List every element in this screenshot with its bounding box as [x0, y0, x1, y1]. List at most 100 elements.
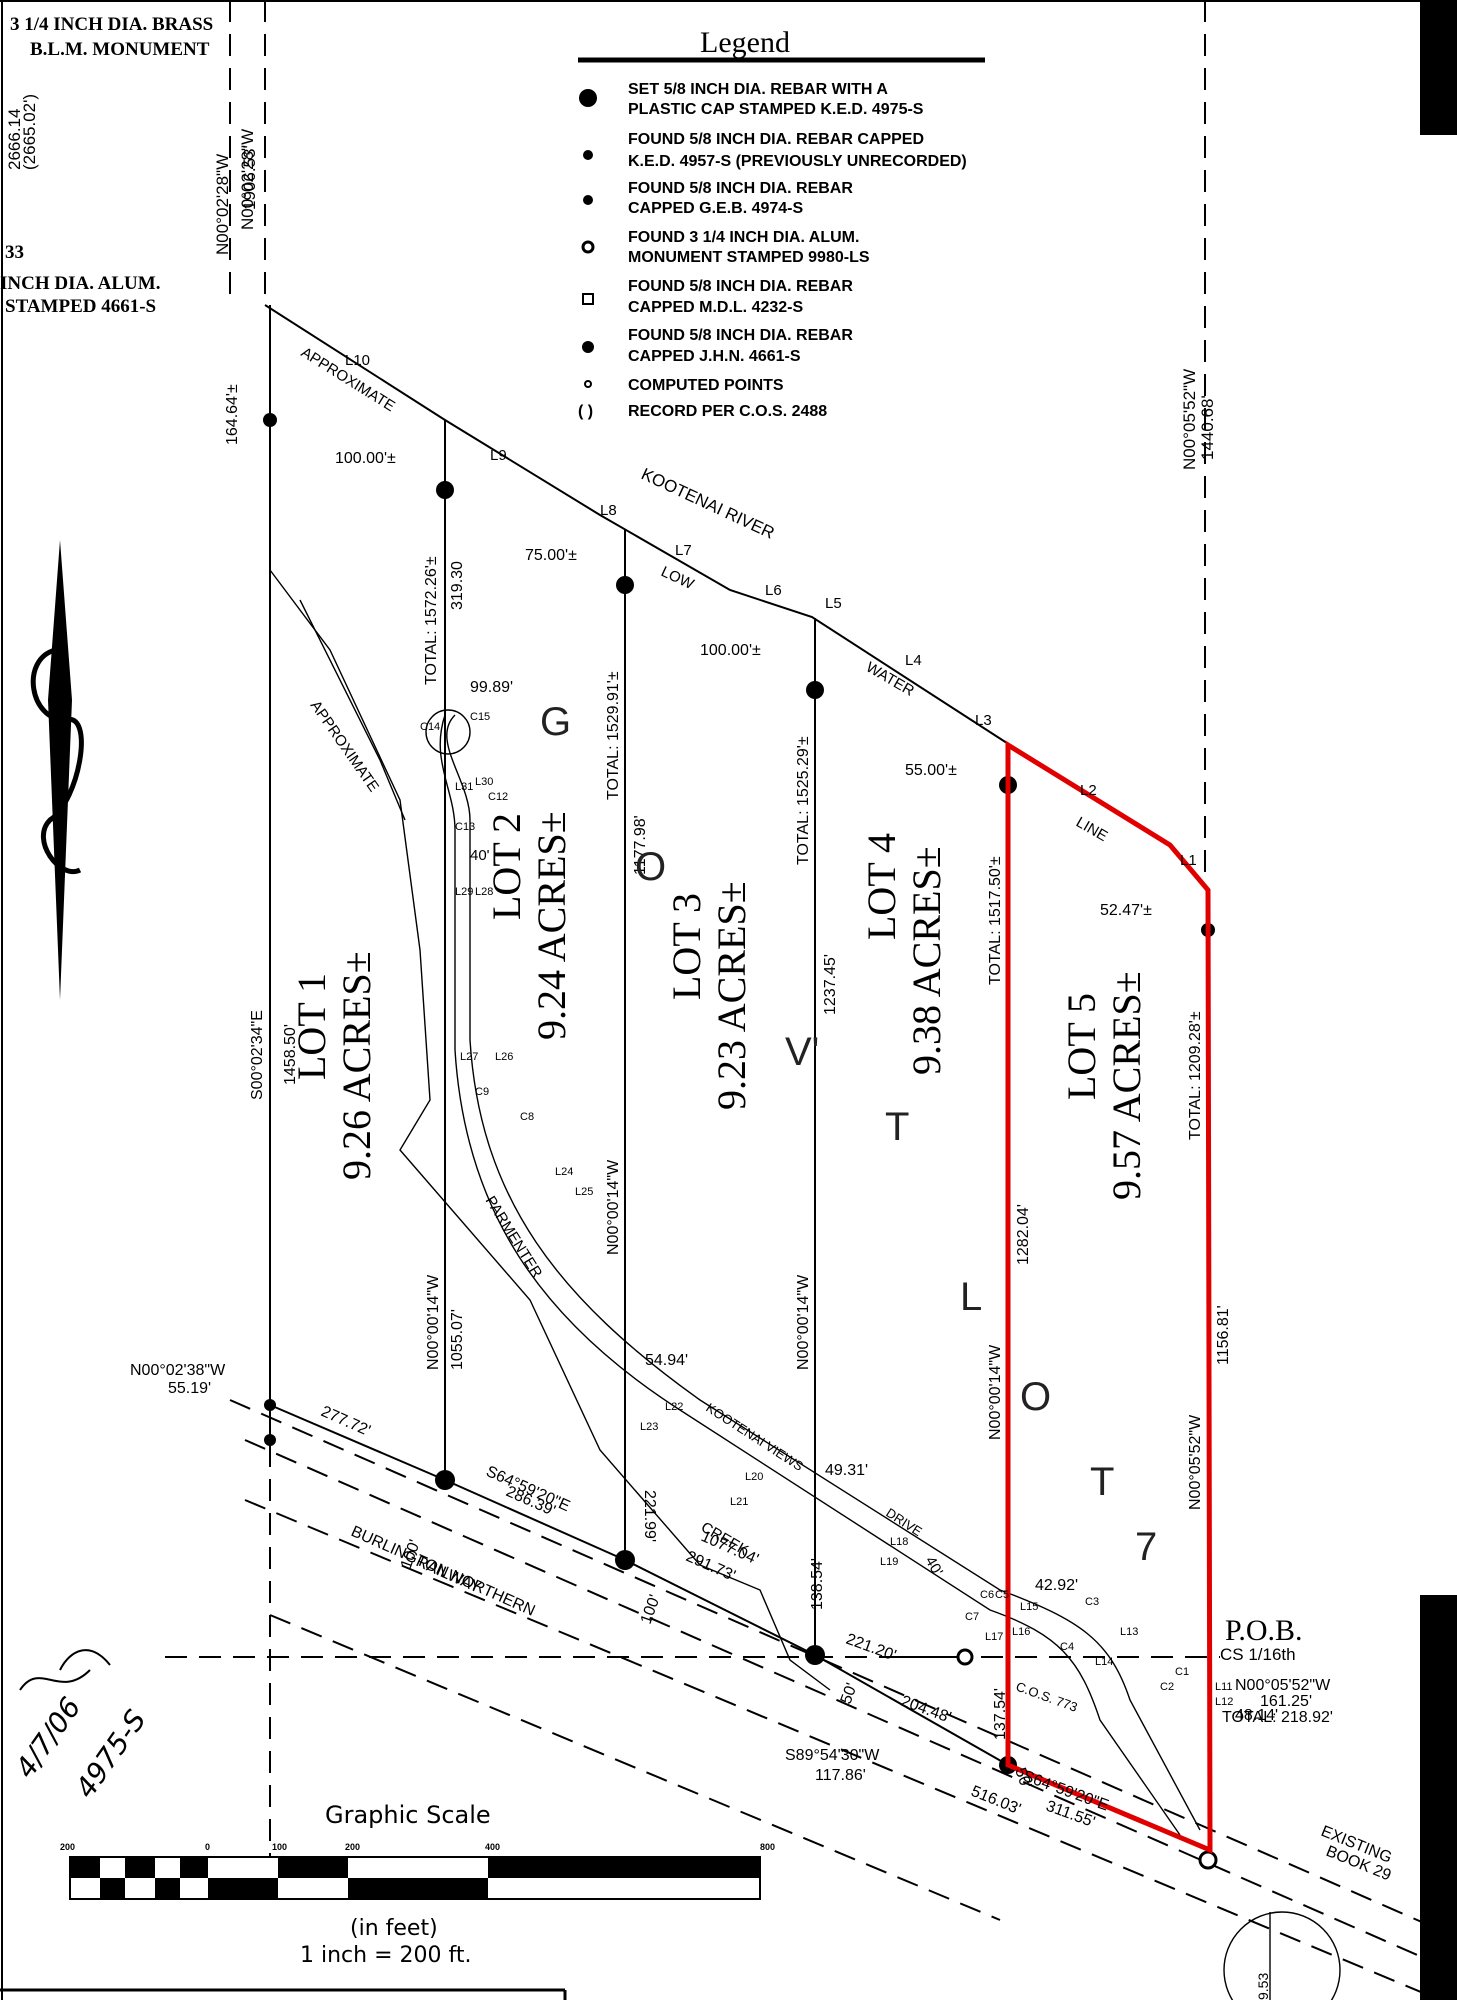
segment-label: L15 [1020, 1601, 1038, 1613]
gov-lot-text: T [1090, 1460, 1114, 1504]
railway-row-1 [229, 1399, 1441, 1931]
lot3-name: LOT 3 [664, 893, 709, 1000]
segment-label: L14 [1095, 1656, 1113, 1668]
segment-label: C6 [980, 1589, 994, 1601]
segment-label: L28 [475, 886, 493, 898]
approx-creek-line [299, 599, 406, 821]
legend-text: FOUND 5/8 INCH DIA. REBAR CAPPED [628, 131, 924, 148]
scale-tick: 200 [345, 1842, 360, 1852]
segment-label: C15 [470, 711, 490, 723]
distance-label: 54.94' [645, 1352, 688, 1369]
segment-label: C2 [1160, 1681, 1174, 1693]
legend-text: SET 5/8 INCH DIA. REBAR WITH A [628, 81, 888, 98]
distance-label: 319.30 [449, 561, 466, 610]
legend-text: RECORD PER C.O.S. 2488 [628, 403, 827, 420]
legend-text: K.E.D. 4957-S (PREVIOUSLY UNRECORDED) [628, 153, 967, 170]
found-rebar-mdl-icon [582, 293, 594, 305]
graphic-scale: Graphic Scale 200 0 100 200 400 800 (in … [60, 1801, 775, 1968]
segment-label: C9 [475, 1086, 489, 1098]
legend-text: CAPPED J.H.N. 4661-S [628, 348, 801, 365]
record-paren-icon: ( ) [578, 403, 593, 420]
found-rebar-jhn-icon [264, 1434, 276, 1446]
segment-label: L5 [825, 595, 842, 612]
segment-label: C5 [995, 1589, 1009, 1601]
creek-approx-label: APPROXIMATE [307, 698, 382, 796]
south-line-labels: 277.72' 286.39' 291.73' 221.99' 138.54' … [318, 1403, 1111, 1831]
monument-label: 3 1/4 INCH DIA. BRASS [10, 14, 213, 35]
found-rebar-jhn-icon [582, 341, 594, 353]
monuments [263, 413, 1218, 1870]
distance-label: 1156.81' [1215, 1305, 1232, 1365]
cos-label: C.O.S. 773 [1014, 1679, 1080, 1715]
segment-label: L18 [890, 1536, 908, 1548]
distance-label: 75.00'± [525, 547, 577, 564]
legend-text: FOUND 5/8 INCH DIA. REBAR [628, 278, 853, 295]
bearing-label: N00°05'52"W [1180, 369, 1199, 470]
gov-lot-text: 7 [1135, 1525, 1157, 1569]
scale-ratio: 1 inch = 200 ft. [300, 1943, 471, 1968]
bearing-label: S89°54'30"W [785, 1747, 880, 1764]
bearing-label: N00°02'38"W [130, 1362, 226, 1379]
south-boundary [269, 1404, 1009, 1766]
total-label: TOTAL: 1572.26'± [423, 556, 440, 685]
legend-text: MONUMENT STAMPED 9980-LS [628, 249, 870, 266]
distance-label: 117.86' [815, 1767, 866, 1784]
bearing-label: N00°02'28"W [213, 154, 232, 255]
segment-label: C13 [455, 821, 475, 833]
distance-label: 100.00'± [700, 642, 761, 659]
distance-label: 161.25' [1260, 1693, 1312, 1710]
segment-label: L30 [475, 776, 493, 788]
pob-label: P.O.B. [1225, 1614, 1303, 1647]
segment-label: L25 [575, 1186, 593, 1198]
distance-label: 52.47'± [1100, 902, 1152, 919]
lot2-acres: 9.24 ACRES± [529, 811, 574, 1040]
segment-label: L22 [665, 1401, 683, 1413]
edge-bar-top [1420, 0, 1457, 135]
distance-label: 49.31' [825, 1462, 868, 1479]
segment-label: L21 [730, 1496, 748, 1508]
distance-label: 1055.07' [449, 1309, 466, 1370]
segment-label: L1 [1180, 852, 1197, 869]
distance-label: 55.00'± [905, 762, 957, 779]
road-edge-north [446, 714, 1201, 1831]
distance-label: 42.92' [1035, 1577, 1078, 1594]
distance-label: 221.99' [641, 1490, 658, 1542]
river-segments: L10 L9 L8 L7 L6 L5 L4 L3 L2 L1 [345, 352, 1197, 869]
distance-label: 55.19' [168, 1380, 211, 1397]
found-rebar-geb-icon [583, 195, 593, 205]
segment-label: C7 [965, 1611, 979, 1623]
scale-tick: 400 [485, 1842, 500, 1852]
legend-text: CAPPED G.E.B. 4974-S [628, 200, 804, 217]
segment-label: L19 [880, 1556, 898, 1568]
segment-label: C14 [420, 721, 440, 733]
lot1-acres: 9.26 ACRES± [334, 951, 379, 1180]
legend-text: FOUND 5/8 INCH DIA. REBAR [628, 327, 853, 344]
segment-label: L31 [455, 781, 473, 793]
set-rebar-icon [806, 681, 824, 699]
set-rebar-icon [579, 89, 597, 107]
set-rebar-icon [436, 481, 454, 499]
segment-label: L7 [675, 542, 692, 559]
bearing-label: S00°02'34"E [249, 1010, 266, 1100]
distance-label: 221.20' [844, 1631, 899, 1665]
width-label: 50' [1011, 1766, 1034, 1791]
lot4-acres: 9.38 ACRES± [904, 846, 949, 1075]
legend-text: FOUND 5/8 INCH DIA. REBAR [628, 180, 853, 197]
edge-bar-bottom [1420, 1595, 1457, 2000]
legend-title: Legend [700, 26, 790, 59]
gov-lot-text: T [885, 1105, 909, 1149]
road-width-label: 40' [470, 847, 490, 864]
lot2-name: LOT 2 [484, 813, 529, 920]
segment-label: L6 [765, 582, 782, 599]
total-label: TOTAL: 1525.29'± [795, 736, 812, 865]
scale-tick: 200 [60, 1842, 75, 1852]
segment-label: L17 [985, 1631, 1003, 1643]
distance-label: 48.14' [1235, 1707, 1278, 1724]
road-label: DRIVE [883, 1505, 925, 1539]
bearing-label: N00°05'52"W [1187, 1414, 1204, 1510]
found-rebar-jhn-icon [264, 1399, 276, 1411]
creek-line [269, 569, 831, 1691]
scale-units: (in feet) [350, 1916, 438, 1941]
road-width-label: 40' [922, 1554, 947, 1580]
distance-label: 9.53 [1255, 1973, 1271, 2000]
